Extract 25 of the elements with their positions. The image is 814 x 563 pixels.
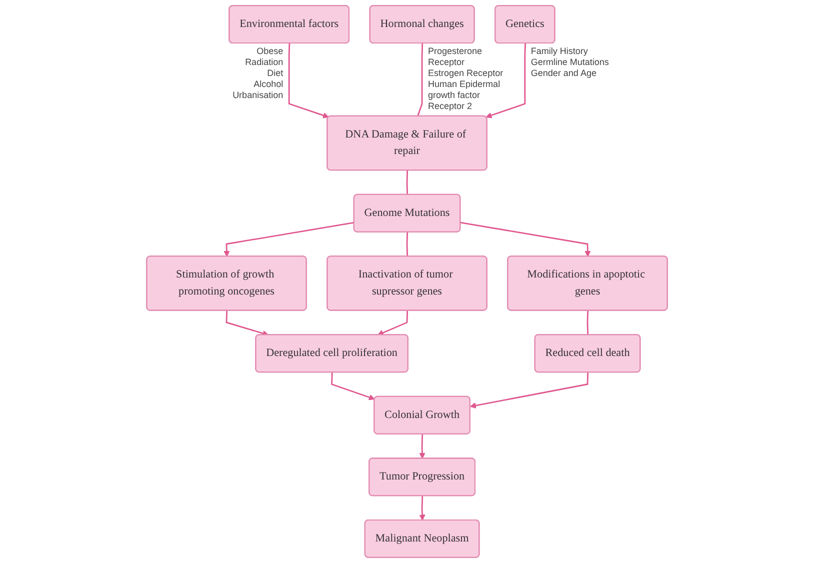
arrow [486,43,526,118]
factor-text: Obese [256,46,284,58]
factor-text: Family History [530,46,589,58]
connector [417,43,424,116]
factor-text: Gender and Age [530,68,598,80]
factor-text: Diet [266,68,284,80]
factor-text: Human Epidermal growth factor Receptor 2 [428,79,502,112]
factor-text: Estrogen Receptor [428,68,504,80]
arrow [378,310,408,336]
connector [406,170,408,195]
arrow [419,496,426,521]
arrow [288,43,329,118]
factor-text: Radiation [244,57,284,68]
connector [586,310,589,335]
factor-text: Progesterone Receptor [428,46,484,68]
arrow [226,310,269,336]
arrow [331,372,375,400]
arrow [470,372,589,408]
arrow [419,434,426,459]
connector [406,232,408,257]
factor-text: Alcohol [252,79,284,90]
arrow [460,222,591,257]
factor-text: Germline Mutations [530,57,609,68]
arrow [224,222,354,257]
factor-text: Urbanisation [232,90,284,102]
